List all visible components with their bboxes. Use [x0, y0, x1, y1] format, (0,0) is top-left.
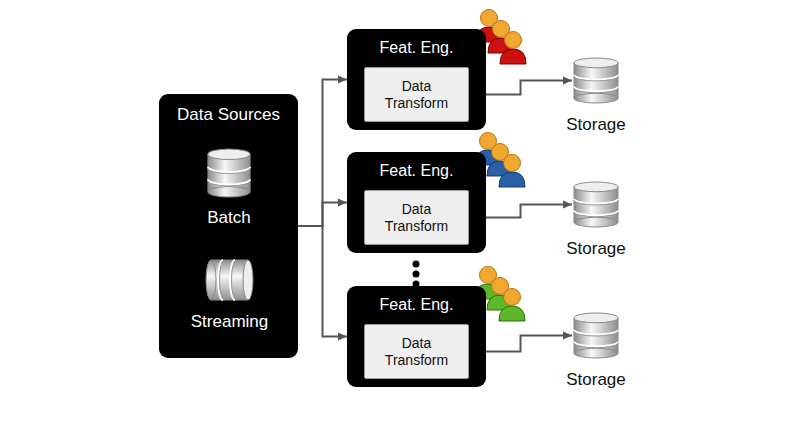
feature-engineering-box: Feat. Eng. Data Transform [347, 286, 486, 387]
stream-icon [205, 258, 254, 302]
flow-arrow [298, 226, 347, 337]
source-group-box: Data SourcesBatchStreaming [159, 94, 298, 358]
box-label: Data Transform [377, 335, 457, 369]
storage-database: Storage [572, 57, 620, 104]
transform-box: Data Transform [364, 67, 469, 122]
database-icon [572, 57, 620, 104]
box-heading: Data Sources [159, 104, 298, 125]
batch-source: Batch [206, 148, 252, 198]
feature-engineering-box: Feat. Eng. Data Transform [347, 152, 486, 253]
box-label: Data Transform [377, 78, 457, 112]
database-icon [572, 312, 620, 359]
icon-label: Batch [207, 208, 250, 228]
continuation-dots [413, 261, 420, 288]
box-heading: Feat. Eng. [347, 38, 486, 58]
icon-label: Streaming [191, 312, 268, 332]
icon-label: Storage [566, 370, 626, 390]
storage-database: Storage [572, 312, 620, 359]
transform-box: Data Transform [364, 190, 469, 245]
flow-arrow [298, 80, 347, 227]
icon-label: Storage [566, 115, 626, 135]
storage-database: Storage [572, 181, 620, 228]
flow-arrow [298, 203, 347, 227]
icon-label: Storage [566, 239, 626, 259]
database-icon [572, 181, 620, 228]
streaming-source: Streaming [205, 258, 254, 302]
box-heading: Feat. Eng. [347, 161, 486, 181]
transform-box: Data Transform [364, 324, 469, 379]
feature-engineering-box: Feat. Eng. Data Transform [347, 29, 486, 130]
box-label: Data Transform [377, 201, 457, 235]
box-heading: Feat. Eng. [347, 295, 486, 315]
database-icon [206, 148, 252, 198]
